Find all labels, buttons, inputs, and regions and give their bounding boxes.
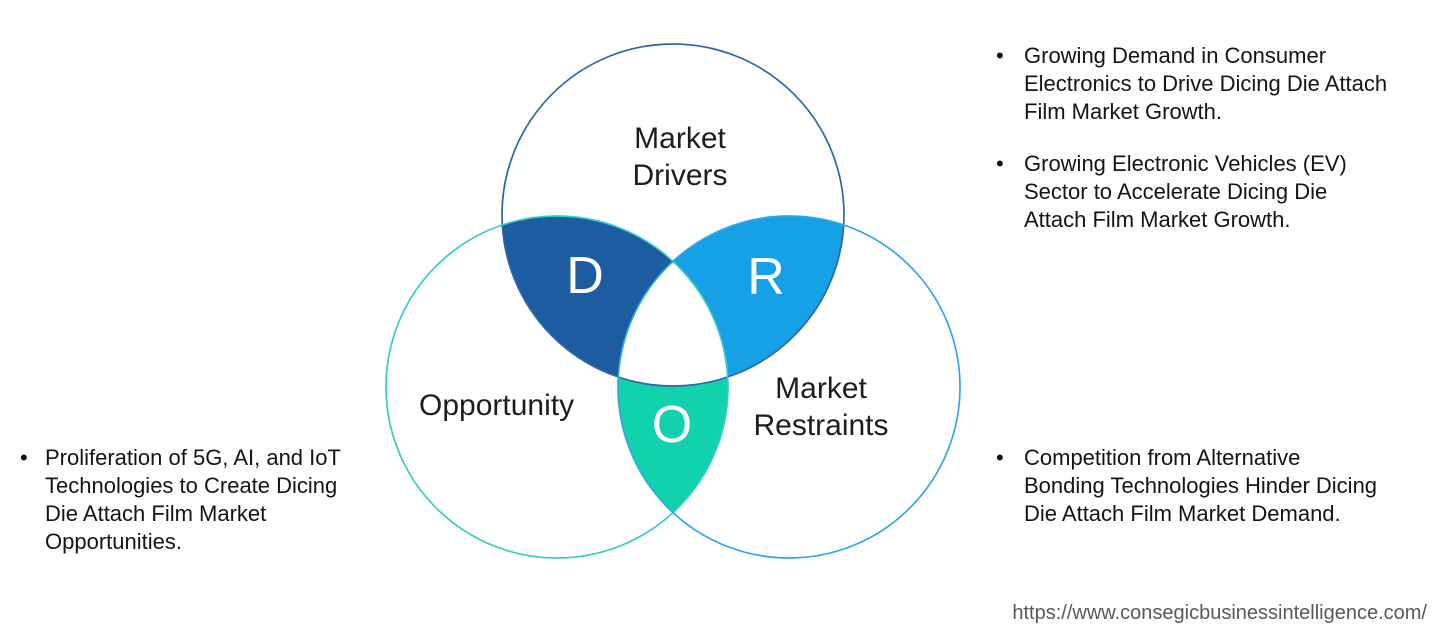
list-item: • Proliferation of 5G, AI, and IoT Techn… [20,444,341,556]
bullet-dot: • [996,151,1004,176]
driver-bullet-1: Growing Demand in Consumer Electronics t… [1024,43,1388,124]
list-item: • Growing Electronic Vehicles (EV) Secto… [996,150,1387,234]
venn-circle-opportunity [385,215,729,559]
bullet-dot: • [996,43,1004,68]
venn-circle-drivers [501,43,845,387]
label-opportunity: Opportunity [419,389,575,422]
restraints-bullet-list: • Competition from Alternative Bonding T… [996,444,1377,528]
label-market-drivers: Market Drivers [632,122,728,192]
restraints-bullet-1: Competition from Alternative Bonding Tec… [1024,445,1378,526]
source-url-link[interactable]: https://www.consegicbusinessintelligence… [1012,602,1427,624]
list-item: • Competition from Alternative Bonding T… [996,444,1377,528]
venn-circle-restraints [617,215,961,559]
opportunity-bullet-list: • Proliferation of 5G, AI, and IoT Techn… [20,444,341,556]
drivers-bullet-list: • Growing Demand in Consumer Electronics… [996,42,1387,234]
list-item: • Growing Demand in Consumer Electronics… [996,42,1387,126]
opportunity-bullet-1: Proliferation of 5G, AI, and IoT Technol… [45,445,341,554]
letter-r: R [747,248,785,306]
venn-region-drivers-restraints [673,216,844,377]
bullet-dot: • [996,445,1004,470]
venn-region-drivers-opportunity [502,216,673,377]
driver-bullet-2: Growing Electronic Vehicles (EV) Sector … [1024,151,1347,232]
bullet-dot: • [20,445,28,470]
letter-o: O [651,396,693,454]
letter-d: D [566,247,604,305]
label-market-restraints: Market Restraints [753,372,889,442]
